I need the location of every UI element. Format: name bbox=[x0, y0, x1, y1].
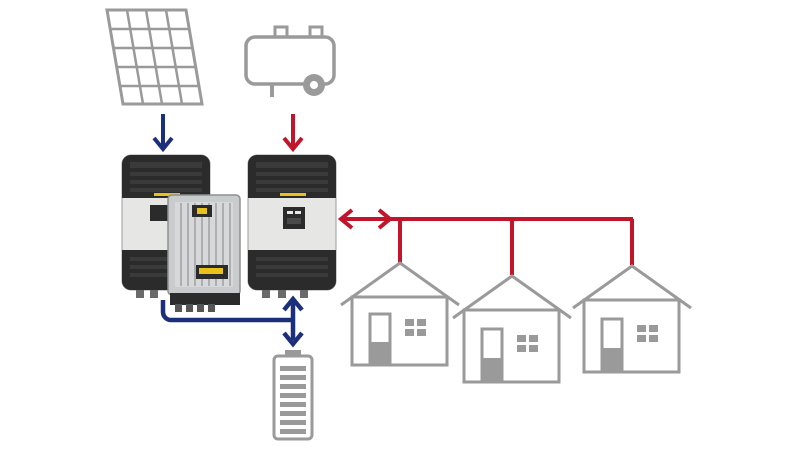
ac-distribution-line bbox=[337, 208, 634, 275]
house-icon bbox=[452, 274, 572, 384]
solar-input-arrow bbox=[152, 114, 174, 153]
generator-input-arrow bbox=[282, 114, 304, 153]
battery-bidirectional-arrow bbox=[282, 295, 304, 348]
house-icon bbox=[572, 264, 692, 374]
generator-icon bbox=[244, 25, 336, 97]
battery-icon bbox=[272, 350, 314, 441]
inverter-right bbox=[247, 154, 337, 298]
dc-battery-line bbox=[160, 300, 293, 323]
charge-controller bbox=[167, 194, 241, 312]
solar-panel-icon bbox=[105, 8, 204, 106]
house-icon bbox=[340, 261, 460, 367]
